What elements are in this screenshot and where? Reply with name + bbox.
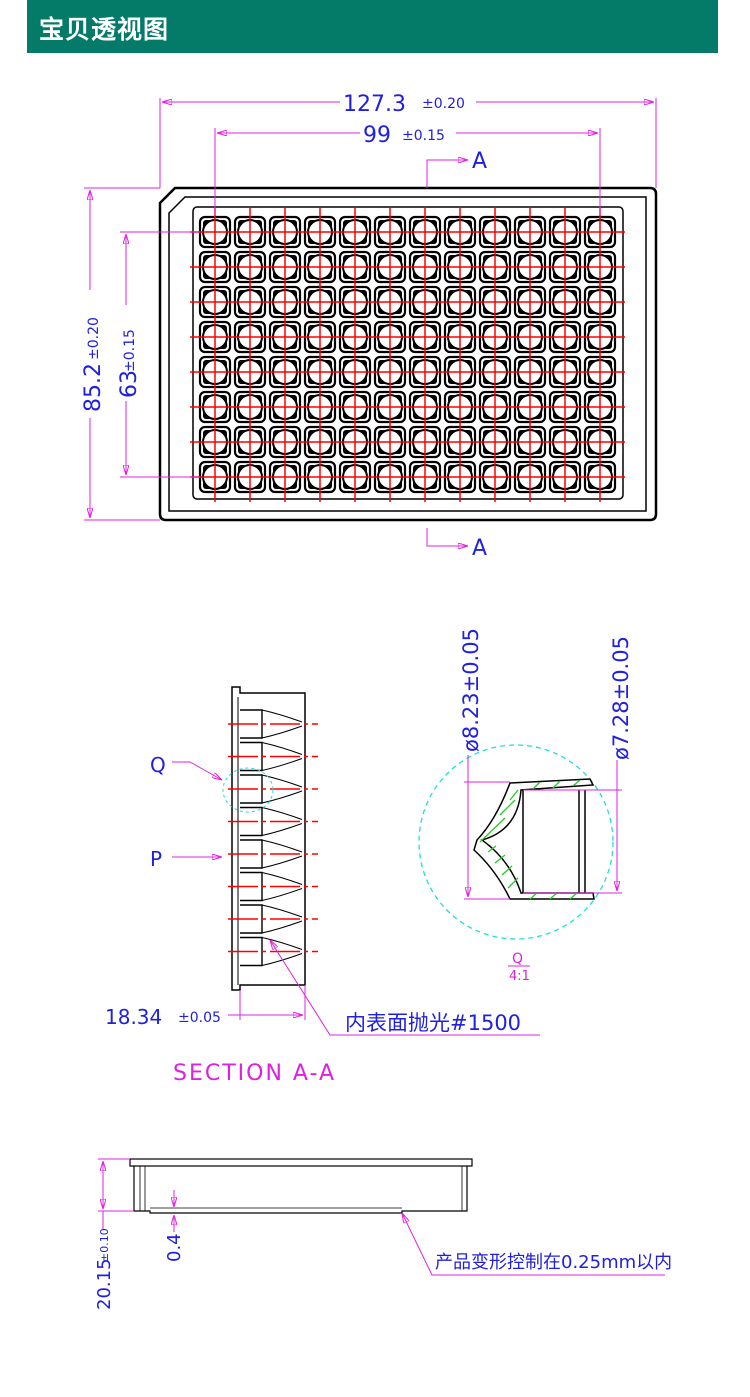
overall-width-tolerance: ±0.20: [422, 96, 465, 112]
wells-grid: [198, 215, 617, 494]
centerlines: [190, 207, 625, 502]
overall-width-value: 127.3: [343, 92, 406, 117]
section-well-taper: [261, 872, 303, 901]
section-well-taper: [261, 807, 303, 836]
outer-diameter: ø8.23±0.05: [459, 628, 483, 752]
side-height-tolerance: ±0.10: [98, 1228, 111, 1262]
well-span-height-tolerance: ±0.15: [122, 329, 138, 372]
top-view: 127.3 ±0.20 99 ±0.15 A A 85.2 ±0.20 63 ±…: [78, 90, 658, 561]
page-header: 宝贝透视图: [27, 0, 718, 53]
section-view: Q P 18.34 ±0.05 内表面抛光#1500 SECTION A-A: [105, 686, 540, 1086]
side-view: 20.15 ±0.10 0.4 产品变形控制在0.25mm以内: [94, 1158, 672, 1310]
section-depth-value: 18.34: [105, 1005, 162, 1029]
section-depth-tolerance: ±0.05: [178, 1010, 221, 1026]
detail-circle: [418, 744, 614, 940]
overall-height-tolerance: ±0.20: [86, 317, 102, 360]
side-body: [133, 1166, 468, 1214]
bottom-gap-value: 0.4: [164, 1233, 185, 1262]
label-p: P: [150, 847, 162, 871]
section-well-taper: [261, 709, 303, 739]
overall-height-value: 85.2: [81, 363, 106, 412]
well-wall-section: [473, 778, 595, 900]
well-area: [192, 206, 624, 500]
detail-view: ø8.23±0.05 ø7.28±0.05 Q 4:1: [418, 628, 633, 984]
well-span-height-value: 63: [117, 370, 142, 398]
section-marker-top: A: [472, 149, 487, 174]
page-title: 宝贝透视图: [39, 15, 170, 44]
section-well-taper: [261, 742, 303, 771]
plate-inner-rim: [168, 196, 647, 512]
section-marker-bottom: A: [472, 536, 487, 561]
polish-note: 内表面抛光#1500: [345, 1011, 521, 1035]
side-flange: [129, 1158, 473, 1167]
section-outline: [231, 686, 306, 991]
section-well-taper: [261, 839, 303, 869]
deformation-note: 产品变形控制在0.25mm以内: [435, 1252, 672, 1273]
section-title: SECTION A-A: [173, 1061, 336, 1086]
section-wells: [228, 709, 318, 967]
detail-label: Q: [512, 951, 523, 967]
detail-scale: 4:1: [509, 969, 530, 984]
well-span-width-tolerance: ±0.15: [402, 128, 445, 144]
plate-outline: [158, 186, 658, 522]
section-well-taper: [261, 774, 303, 804]
detail-q-marker: [222, 767, 274, 813]
side-height-value: 20.15: [94, 1258, 115, 1310]
inner-diameter: ø7.28±0.05: [609, 636, 633, 760]
label-q: Q: [150, 753, 166, 777]
section-well-taper: [261, 937, 303, 966]
well-span-width-value: 99: [363, 123, 391, 148]
section-well-taper: [261, 904, 303, 934]
